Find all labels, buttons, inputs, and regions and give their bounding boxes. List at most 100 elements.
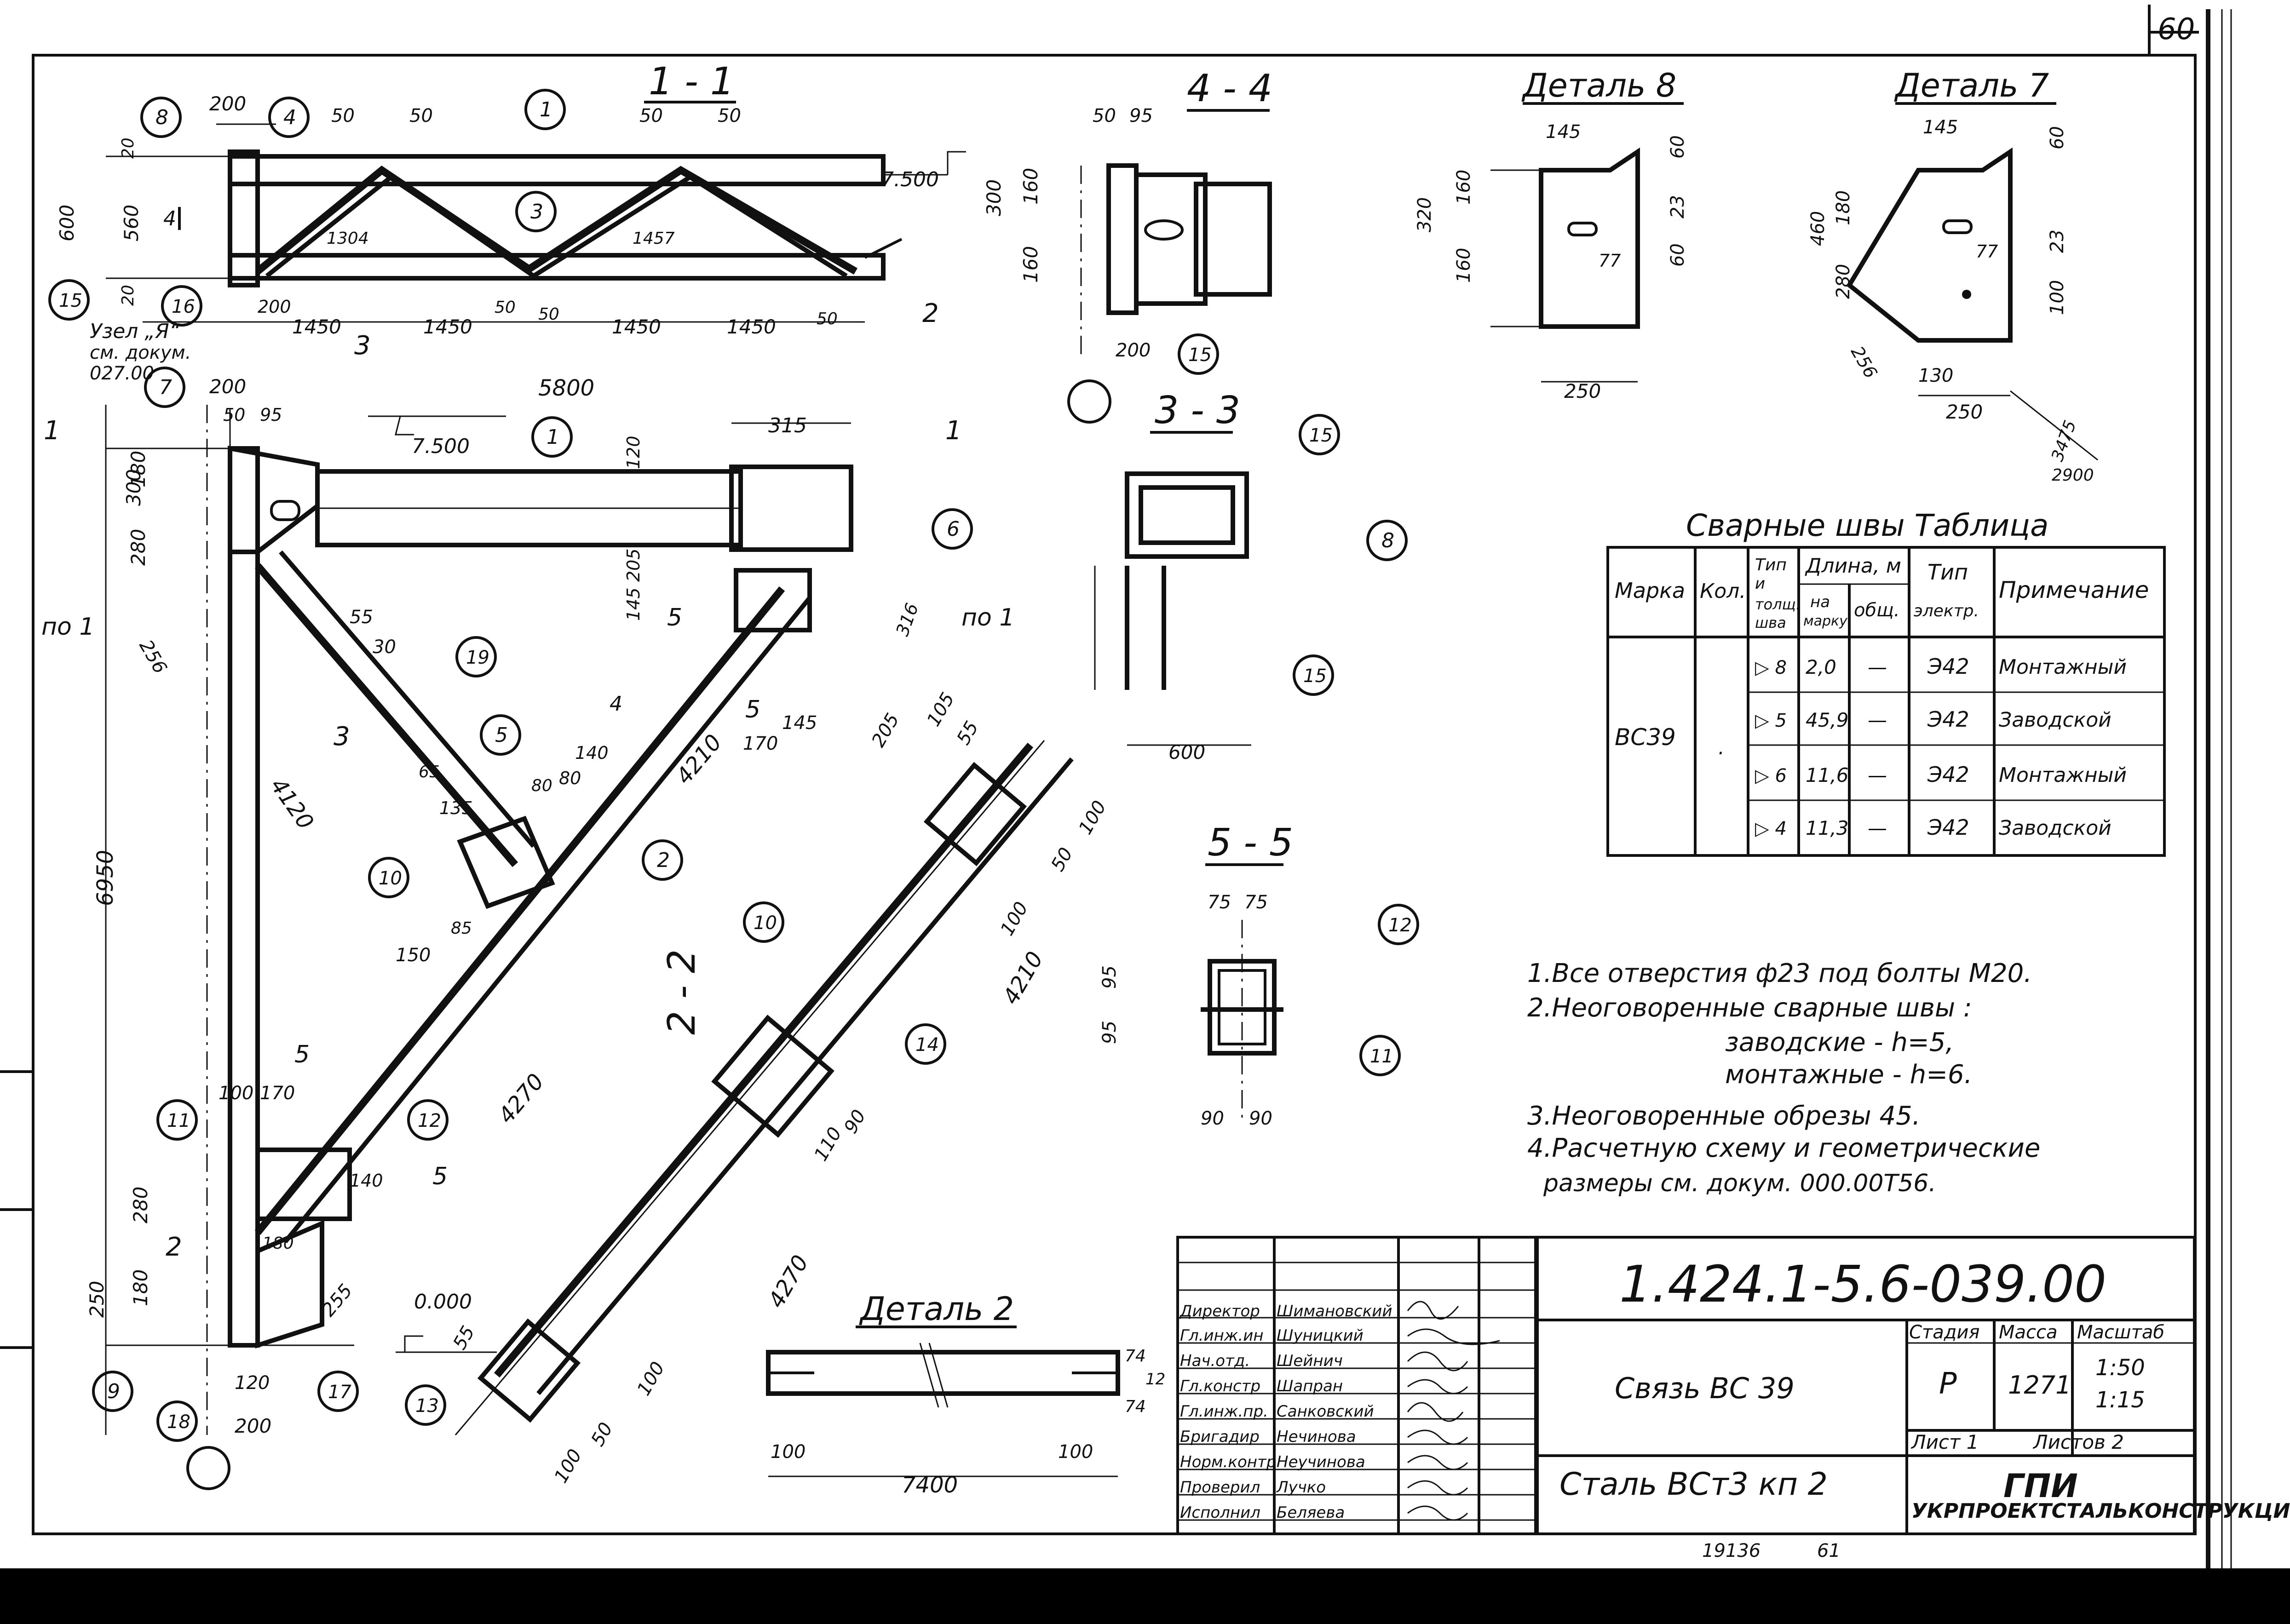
dims-1-1: 200 50 50 50 50 600 560 20 20 1304 1457 …	[56, 92, 838, 338]
svg-text:толщ.: толщ.	[1755, 596, 1801, 613]
svg-text:общ.: общ.	[1854, 600, 1900, 621]
svg-text:205: 205	[868, 710, 903, 751]
svg-text:55: 55	[350, 607, 373, 628]
general-notes: 1.Все отверстия ф23 под болты М20. 2.Нео…	[1527, 958, 2040, 1197]
role-4: Гл.инж.пр.	[1180, 1402, 1268, 1421]
svg-text:Э42: Э42	[1927, 815, 1969, 840]
org-long: УКРПРОЕКТСТАЛЬКОНСТРУКЦИЯ	[1911, 1499, 2290, 1523]
svg-text:65: 65	[419, 763, 440, 781]
svg-text:Тип: Тип	[1928, 560, 1968, 585]
role-8: Исполнил	[1180, 1503, 1260, 1522]
svg-text:шва: шва	[1755, 614, 1786, 631]
node-note-line3: 027.00	[90, 363, 154, 384]
svg-text:75: 75	[1208, 892, 1231, 913]
sheet-corner-number: 60	[2158, 12, 2195, 46]
balloon-4: 4	[268, 97, 310, 138]
detail-8-view: Деталь 8	[1490, 67, 1684, 383]
scale-header: Масштаб	[2077, 1322, 2164, 1343]
svg-text:145: 145	[1546, 121, 1581, 143]
svg-text:90: 90	[1249, 1108, 1272, 1129]
node-note-line2: см. докум.	[90, 342, 191, 363]
svg-text:95: 95	[1129, 105, 1153, 126]
role-1: Гл.инж.ин	[1180, 1326, 1264, 1345]
detail-2-title: Деталь 2	[859, 1290, 1014, 1328]
signatures	[1407, 1301, 1500, 1521]
svg-text:280: 280	[1833, 264, 1854, 299]
detail-8-title: Деталь 8	[1521, 67, 1676, 104]
mass-header: Масса	[1999, 1322, 2058, 1343]
mass-value: 1271	[2008, 1371, 2071, 1400]
svg-text:100: 100	[219, 1083, 253, 1104]
name-6: Неучинова	[1277, 1453, 1365, 1471]
svg-text:11: 11	[167, 1110, 190, 1131]
svg-text:—: —	[1868, 709, 1887, 731]
svg-text:120: 120	[235, 1372, 270, 1394]
svg-text:Тип: Тип	[1755, 556, 1787, 574]
bottom-number-2: 61	[1817, 1540, 1841, 1561]
stage-header: Стадия	[1909, 1322, 1979, 1343]
svg-text:16: 16	[172, 296, 195, 317]
svg-text:.: .	[1718, 736, 1725, 759]
section-2-2-title: 2 - 2	[660, 949, 704, 1035]
svg-text:4270: 4270	[493, 1069, 549, 1129]
svg-text:50: 50	[1093, 105, 1116, 126]
svg-text:60: 60	[1667, 135, 1688, 159]
svg-text:105: 105	[923, 689, 959, 730]
svg-text:1: 1	[540, 98, 552, 121]
svg-text:256: 256	[135, 637, 171, 677]
svg-text:170: 170	[743, 733, 778, 754]
svg-text:600: 600	[56, 205, 78, 241]
svg-text:9: 9	[107, 1380, 120, 1403]
svg-text:10: 10	[379, 868, 402, 889]
svg-text:280: 280	[129, 1187, 152, 1223]
position-balloons: 1 1 2 3 4 5 6 7 8 8 9 10 10 11 11 12 12 …	[48, 89, 1419, 1490]
svg-text:15: 15	[1303, 666, 1327, 687]
svg-text:50: 50	[817, 310, 838, 328]
balloon-1: 1	[524, 89, 566, 130]
svg-text:160: 160	[1453, 170, 1474, 205]
svg-text:74: 74	[1125, 1347, 1146, 1366]
svg-text:80: 80	[559, 768, 581, 788]
svg-text:45,9: 45,9	[1806, 709, 1849, 731]
svg-text:Э42: Э42	[1927, 654, 1969, 679]
svg-text:4: 4	[163, 207, 176, 230]
balloon-17: 17	[317, 1371, 359, 1412]
balloon-6: 6	[932, 508, 973, 550]
svg-text:—: —	[1868, 817, 1887, 839]
dims-detail2: 74 74 12 100 100 7400	[771, 1347, 1165, 1498]
svg-text:160: 160	[1019, 168, 1042, 205]
svg-text:75: 75	[1244, 892, 1268, 913]
svg-text:1: 1	[547, 425, 559, 449]
svg-text:55: 55	[953, 717, 983, 748]
svg-text:▷ 8: ▷ 8	[1755, 657, 1787, 678]
dims-5-5: 75 75 95 95 90 90	[1099, 892, 1272, 1129]
svg-text:205: 205	[623, 548, 644, 582]
svg-text:200: 200	[1116, 340, 1151, 361]
section-1-1-view: 1 - 1	[106, 60, 966, 323]
svg-text:145: 145	[623, 587, 644, 621]
svg-text:100: 100	[1058, 1441, 1093, 1463]
svg-text:50: 50	[495, 298, 516, 317]
svg-text:170: 170	[260, 1083, 295, 1104]
svg-text:100: 100	[996, 898, 1032, 939]
svg-text:19: 19	[466, 647, 489, 668]
svg-text:2900: 2900	[2052, 466, 2094, 485]
svg-text:2: 2	[657, 849, 670, 872]
svg-text:50: 50	[538, 305, 559, 324]
balloon-7: 7	[144, 367, 185, 408]
svg-text:17: 17	[328, 1382, 351, 1403]
svg-text:50: 50	[639, 105, 663, 126]
svg-text:12: 12	[1388, 915, 1412, 936]
balloon-15c: 15	[1299, 414, 1340, 455]
svg-text:марку: марку	[1803, 613, 1848, 629]
detail-2-view: Деталь 2	[766, 1290, 1120, 1477]
main-view	[105, 405, 853, 1435]
note-4b: размеры см. докум. 000.00Т56.	[1543, 1170, 1936, 1197]
svg-text:4: 4	[610, 692, 622, 716]
section-5-5-title: 5 - 5	[1208, 821, 1293, 865]
name-2: Шейнич	[1277, 1352, 1343, 1370]
balloon-8b: 8	[1366, 520, 1408, 561]
svg-text:15: 15	[1188, 344, 1212, 366]
name-5: Нечинова	[1277, 1428, 1356, 1446]
svg-text:▷ 4: ▷ 4	[1755, 818, 1787, 839]
